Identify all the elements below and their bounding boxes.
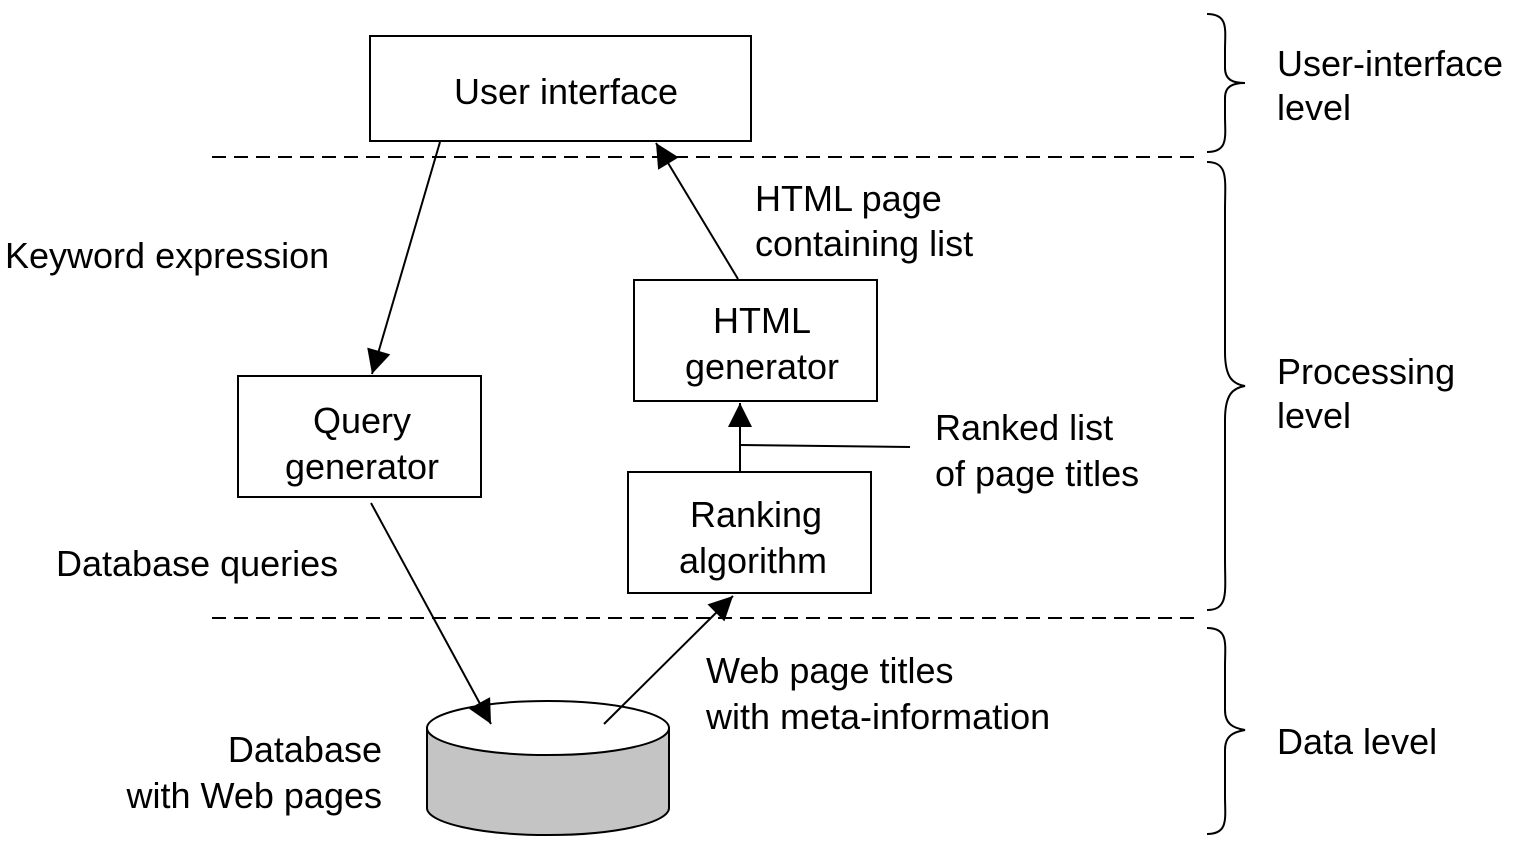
keyword-expression-arrow — [367, 141, 441, 375]
web-page-titles-label-2: with meta-information — [705, 696, 1050, 737]
ranking-algorithm-box: Ranking algorithm — [627, 471, 872, 594]
ranking-algorithm-label-1: Ranking — [690, 494, 822, 535]
html-page-label-1: HTML page — [755, 178, 942, 219]
ranking-algorithm-label-2: algorithm — [679, 540, 827, 581]
user-interface-level-brace — [1206, 13, 1246, 153]
data-level-label: Data level — [1277, 721, 1437, 762]
data-level-brace — [1206, 627, 1246, 835]
ranked-list-label-2: of page titles — [935, 453, 1139, 494]
web-page-titles-label-1: Web page titles — [706, 650, 953, 691]
database-queries-label: Database queries — [56, 543, 338, 584]
keyword-expression-label: Keyword expression — [5, 235, 329, 276]
processing-level-label-2: level — [1277, 395, 1351, 436]
database-label-1: Database — [228, 729, 382, 770]
database-cylinder — [426, 700, 670, 836]
processing-level-label-1: Processing — [1277, 351, 1455, 392]
html-page-label-2: containing list — [755, 223, 973, 264]
database-body — [426, 727, 670, 836]
query-generator-label-1: Query — [313, 400, 411, 441]
user-interface-level-label-2: level — [1277, 87, 1351, 128]
query-generator-box: Query generator — [237, 375, 482, 498]
html-generator-box: HTML generator — [633, 279, 878, 402]
query-generator-label-2: generator — [285, 446, 439, 487]
html-generator-label-1: HTML — [713, 300, 811, 341]
database-top — [426, 700, 670, 756]
ranked-list-label-1: Ranked list — [935, 407, 1113, 448]
processing-level-brace — [1206, 161, 1246, 611]
user-interface-label: User interface — [454, 71, 678, 112]
user-interface-box: User interface — [369, 35, 752, 142]
html-generator-label-2: generator — [685, 346, 839, 387]
ranked-list-leader — [739, 444, 911, 448]
database-label-2: with Web pages — [126, 775, 382, 816]
html-page-arrow — [655, 142, 739, 280]
user-interface-level-label-1: User-interface — [1277, 43, 1503, 84]
web-page-titles-arrow — [603, 595, 734, 725]
database-queries-arrow — [370, 502, 492, 725]
